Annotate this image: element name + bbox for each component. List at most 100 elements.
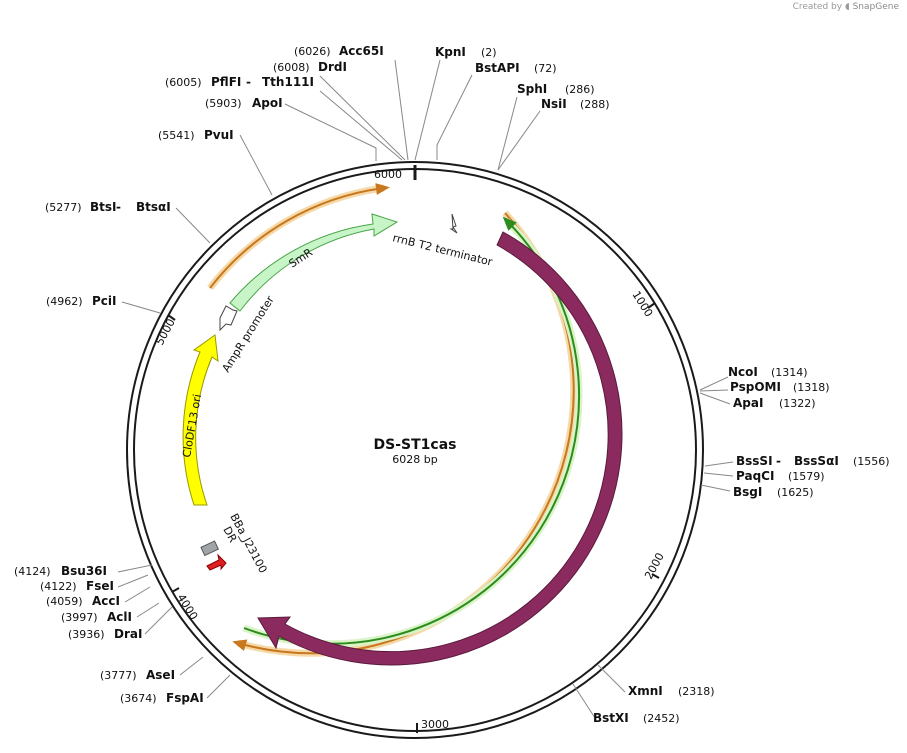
enzyme-pos: (1556): [853, 455, 890, 468]
orange-track-left-glow: [207, 184, 385, 291]
enzyme-leader-lines: [117, 59, 734, 719]
enzyme-name: XmnI: [628, 684, 663, 698]
enzyme-btsi-btsai[interactable]: (5277) BtsI - BtsαI: [45, 200, 171, 214]
enzyme-name: NsiI: [541, 97, 567, 111]
enzyme-name-2: Tth111I: [262, 75, 314, 89]
enzyme-nsii[interactable]: NsiI (288): [541, 97, 610, 111]
enzyme-name: DraI: [114, 627, 142, 641]
tick-label-4000: 4000: [174, 592, 200, 623]
enzyme-pos: (1322): [779, 397, 816, 410]
rrnb-terminator-icon[interactable]: [449, 213, 458, 234]
enzyme-fsei[interactable]: (4122) FseI: [40, 579, 114, 593]
enzyme-pcii[interactable]: (4962) PciI: [46, 294, 117, 308]
enzyme-pos: (4962): [46, 295, 83, 308]
enzyme-bsu36i[interactable]: (4124) Bsu36I: [14, 564, 107, 578]
enzyme-name: PciI: [92, 294, 117, 308]
bba-j23100-label: BBa_J23100: [227, 511, 269, 575]
enzyme-name: Bsu36I: [61, 564, 107, 578]
green-track-glow: [242, 218, 583, 648]
plasmid-name: DS-ST1cas: [374, 437, 457, 453]
enzyme-name: AclI: [107, 610, 132, 624]
enzyme-bstapi[interactable]: BstAPI (72): [475, 61, 557, 75]
enzyme-paqci[interactable]: PaqCI (1579): [736, 469, 825, 483]
enzyme-separator: -: [246, 75, 251, 89]
enzyme-pos: (6026): [294, 45, 331, 58]
plasmid-length: 6028 bp: [392, 453, 437, 466]
enzyme-separator: -: [776, 454, 781, 468]
enzyme-pos: (6005): [165, 76, 202, 89]
ampr-promoter-label: AmpR promoter: [220, 293, 278, 374]
st1cas9-feature[interactable]: [257, 231, 623, 666]
enzyme-apoi[interactable]: (5903) ApoI: [205, 96, 283, 110]
orange-track-right: [232, 212, 575, 655]
enzyme-name: BssSI: [736, 454, 773, 468]
enzyme-pspomi[interactable]: PspOMI (1318): [730, 380, 830, 394]
enzyme-name: BtsI: [90, 200, 117, 214]
enzyme-pos: (3674): [120, 692, 157, 705]
enzyme-bsgi[interactable]: BsgI (1625): [733, 485, 814, 499]
enzyme-acli[interactable]: (3997) AclI: [61, 610, 132, 624]
enzyme-sphi[interactable]: SphI (286): [517, 82, 595, 96]
tick-label-2000: 2000: [642, 551, 667, 582]
enzyme-name: DrdI: [318, 60, 347, 74]
enzyme-pvui[interactable]: (5541) PvuI: [158, 128, 234, 142]
enzyme-name: BstAPI: [475, 61, 520, 75]
clodf13-ori-feature[interactable]: [182, 334, 219, 506]
enzyme-pos: (3936): [68, 628, 105, 641]
dr-feature[interactable]: [206, 553, 227, 571]
enzyme-kpni[interactable]: KpnI (2): [435, 45, 497, 59]
enzyme-name: PvuI: [204, 128, 234, 142]
enzyme-name: SphI: [517, 82, 547, 96]
enzyme-acc65i[interactable]: (6026) Acc65I: [294, 44, 384, 58]
ampr-promoter-feature[interactable]: [219, 305, 238, 332]
enzyme-pos: (6008): [273, 61, 310, 74]
enzyme-pos: (1579): [788, 470, 825, 483]
credit-brand: SnapGene: [852, 2, 899, 12]
enzyme-name: FseI: [86, 579, 114, 593]
enzyme-name: NcoI: [728, 365, 758, 379]
enzyme-bsssi-bsssai[interactable]: BssSI - BssSαI (1556): [736, 454, 890, 468]
enzyme-name: FspAI: [166, 691, 204, 705]
tick-label-1000: 1000: [629, 289, 655, 320]
enzyme-apai[interactable]: ApaI (1322): [733, 396, 816, 410]
enzyme-drdi[interactable]: (6008) DrdI: [273, 60, 347, 74]
credit-prefix: Created by: [792, 2, 843, 12]
enzyme-fspai[interactable]: (3674) FspAI: [120, 691, 204, 705]
enzyme-pos: (5541): [158, 129, 195, 142]
enzyme-pos: (2452): [643, 712, 680, 725]
tick-label-3000: 3000: [421, 718, 449, 731]
enzyme-acci[interactable]: (4059) AccI: [46, 594, 120, 608]
green-track: [243, 216, 581, 645]
created-by-credit: Created by ◖ SnapGene: [793, 2, 899, 12]
orange-track-right-glow: [237, 210, 578, 657]
tick-marks: [167, 165, 660, 733]
enzyme-name: ApoI: [252, 96, 283, 110]
enzyme-name: PspOMI: [730, 380, 781, 394]
enzyme-pos: (2318): [678, 685, 715, 698]
enzyme-pos: (1314): [771, 366, 808, 379]
enzyme-asei[interactable]: (3777) AseI: [100, 668, 175, 682]
enzyme-pos: (288): [580, 98, 610, 111]
enzyme-ncoi[interactable]: NcoI (1314): [728, 365, 808, 379]
enzyme-name: BsgI: [733, 485, 762, 499]
enzyme-name-2: BtsαI: [136, 200, 171, 214]
smr-feature[interactable]: [229, 213, 399, 312]
enzyme-name: PflFI: [211, 75, 241, 89]
enzyme-bstxi[interactable]: BstXI (2452): [593, 711, 680, 725]
enzyme-name: AseI: [146, 668, 175, 682]
enzyme-pos: (5903): [205, 97, 242, 110]
enzyme-separator: -: [116, 200, 121, 214]
enzyme-xmni[interactable]: XmnI (2318): [628, 684, 715, 698]
enzyme-pos: (1625): [777, 486, 814, 499]
enzyme-pos: (4122): [40, 580, 77, 593]
enzyme-name: AccI: [92, 594, 120, 608]
enzyme-pos: (3777): [100, 669, 137, 682]
bba-j23100-feature[interactable]: [200, 540, 220, 557]
enzyme-pos: (2): [481, 46, 497, 59]
enzyme-name: ApaI: [733, 396, 763, 410]
enzyme-pos: (3997): [61, 611, 98, 624]
enzyme-name: KpnI: [435, 45, 466, 59]
enzyme-drai[interactable]: (3936) DraI: [68, 627, 142, 641]
enzyme-pflfi-tth111i[interactable]: (6005) PflFI - Tth111I: [165, 75, 314, 89]
